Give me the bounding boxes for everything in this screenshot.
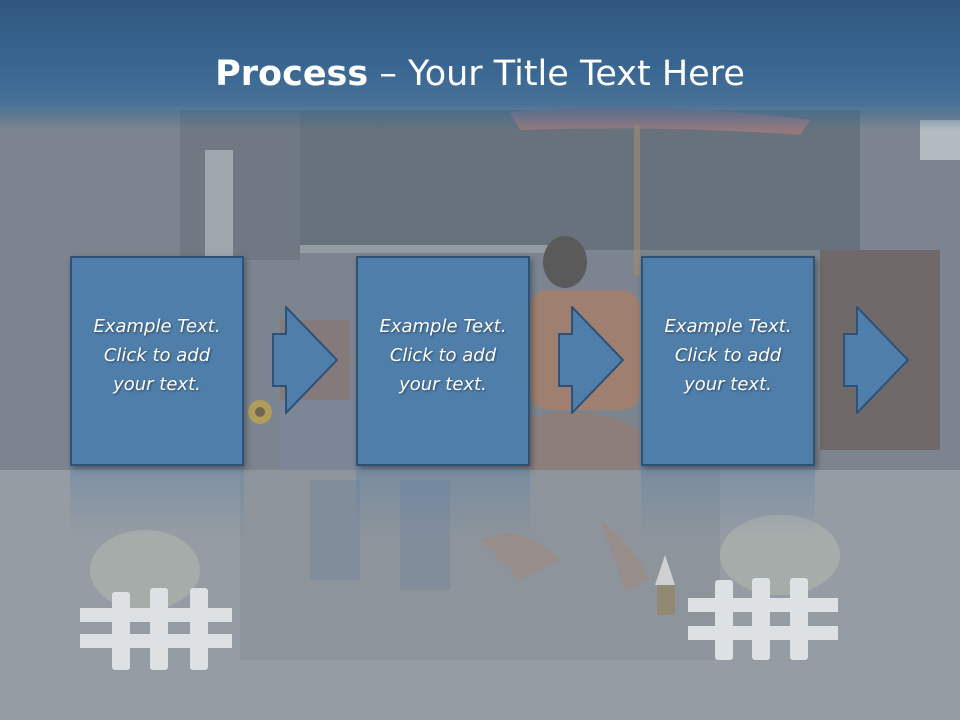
step-1-line-3: your text. bbox=[113, 374, 201, 395]
title-bold: Process bbox=[215, 54, 369, 94]
step-text-3: Example Text. Click to add your text. bbox=[643, 312, 813, 399]
title-band bbox=[0, 0, 960, 130]
step-2-reflection bbox=[356, 468, 530, 538]
step-box-2[interactable]: Example Text. Click to add your text. bbox=[356, 256, 530, 466]
slide-title[interactable]: Process – Your Title Text Here bbox=[0, 52, 960, 96]
title-rest: – Your Title Text Here bbox=[368, 54, 745, 94]
arrow-3-icon bbox=[843, 306, 909, 414]
step-1-line-1: Example Text. bbox=[93, 316, 221, 337]
step-3-line-3: your text. bbox=[684, 374, 772, 395]
arrow-1-icon bbox=[272, 306, 338, 414]
step-3-reflection bbox=[641, 468, 815, 538]
step-1-line-2: Click to add bbox=[103, 345, 211, 366]
step-1-reflection bbox=[70, 468, 244, 538]
step-box-3[interactable]: Example Text. Click to add your text. bbox=[641, 256, 815, 466]
step-box-1[interactable]: Example Text. Click to add your text. bbox=[70, 256, 244, 466]
step-3-line-1: Example Text. bbox=[664, 316, 792, 337]
step-3-line-2: Click to add bbox=[674, 345, 782, 366]
step-2-line-1: Example Text. bbox=[379, 316, 507, 337]
step-2-line-3: your text. bbox=[399, 374, 487, 395]
step-text-1: Example Text. Click to add your text. bbox=[72, 312, 242, 399]
step-2-line-2: Click to add bbox=[389, 345, 497, 366]
step-text-2: Example Text. Click to add your text. bbox=[358, 312, 528, 399]
arrow-2-icon bbox=[558, 306, 624, 414]
